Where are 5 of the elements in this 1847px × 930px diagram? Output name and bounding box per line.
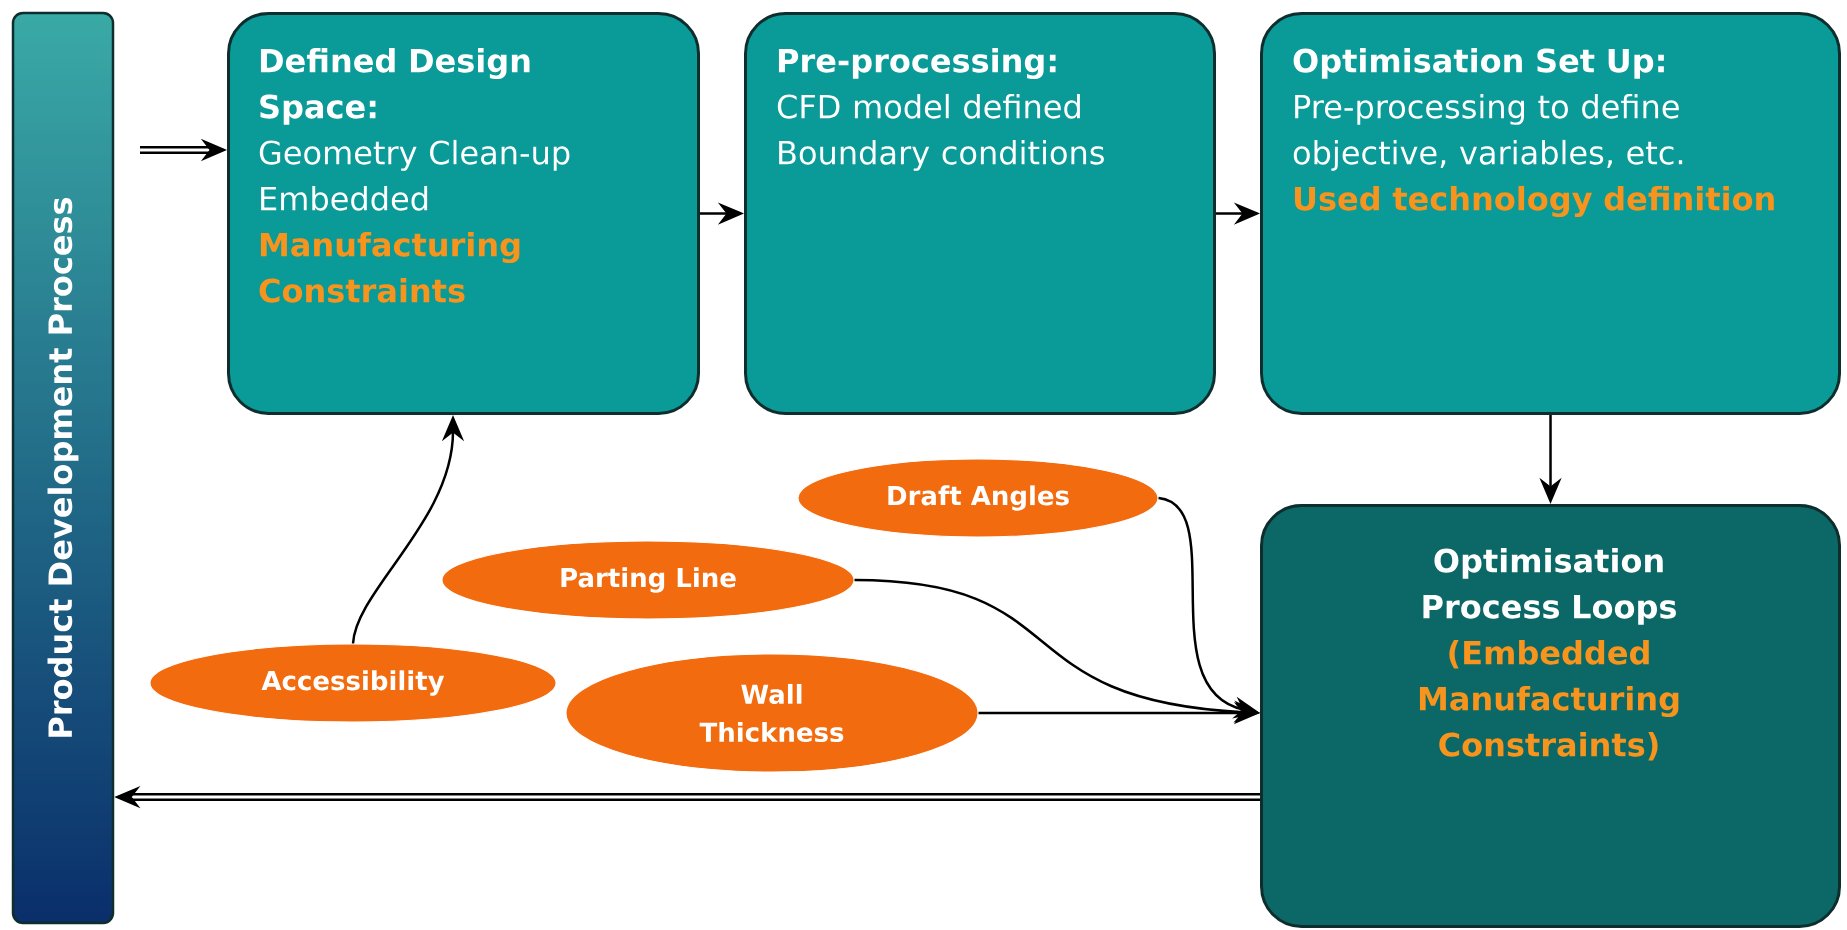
process-box: Defined Design Space: Geometry Clean-up Embedded Manufacturing Constraints [227,12,700,415]
process-box: Optimisation Set Up: Pre-processing to define objective, variables, etc. Used technology definition [1260,12,1841,415]
process-bar: Product Development Process [11,11,115,925]
process-box: Pre-processing: CFD model defined Boundary conditions [744,12,1216,415]
process-box: Optimisation Process Loops (Embedded Manufacturing Constraints) [1260,504,1841,928]
